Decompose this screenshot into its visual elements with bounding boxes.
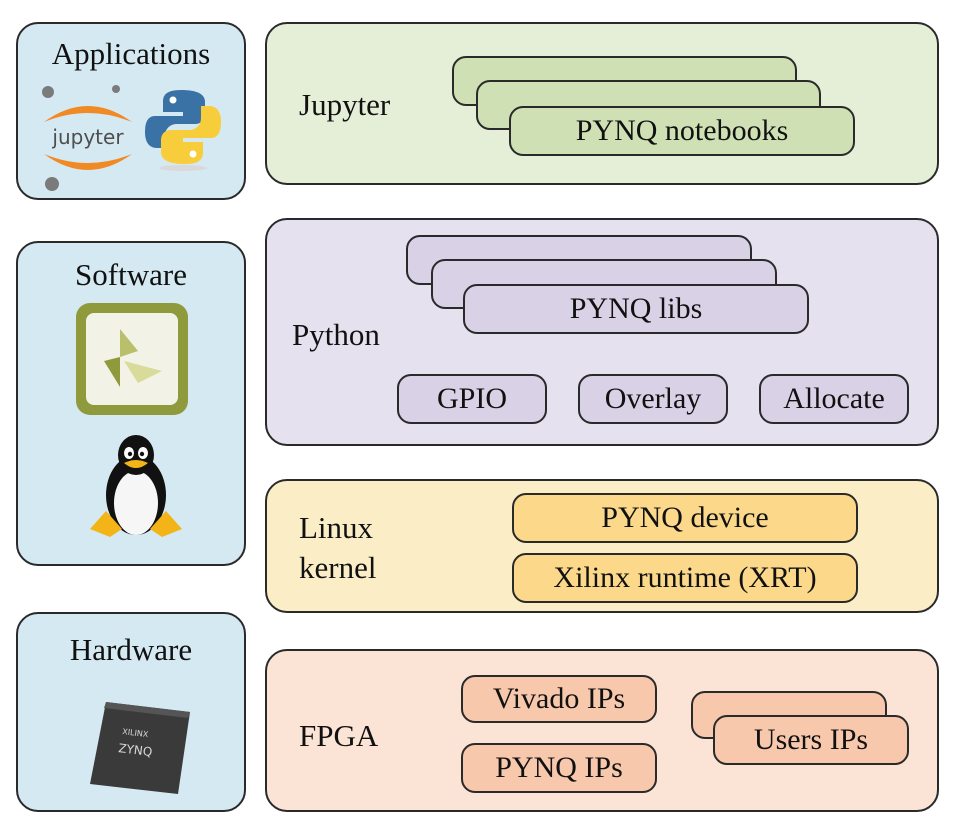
pynq-ips-box: PYNQ IPs bbox=[461, 743, 657, 793]
jupyter-logo-icon: jupyter bbox=[42, 85, 132, 191]
software-panel: Software bbox=[16, 241, 246, 566]
user-ips-box: Users IPs bbox=[713, 715, 909, 765]
jupyter-logo-text: jupyter bbox=[51, 125, 124, 149]
python-layer-label: Python bbox=[292, 317, 380, 352]
vivado-ips-box: Vivado IPs bbox=[461, 675, 657, 723]
chip-model-text: ZYNQ bbox=[118, 741, 153, 759]
allocate-module-box: Allocate bbox=[759, 374, 909, 424]
hardware-title: Hardware bbox=[69, 632, 193, 667]
gpio-module-box: GPIO bbox=[397, 374, 547, 424]
linux-layer-label-line1: Linux bbox=[299, 510, 374, 545]
python-logo-icon bbox=[145, 90, 221, 171]
chip-brand-text: XILINX bbox=[122, 727, 150, 739]
zynq-chip-icon: XILINX ZYNQ bbox=[90, 702, 190, 794]
jupyter-layer-label: Jupyter bbox=[299, 87, 391, 122]
jupyter-layer: Jupyter PYNQ notebooks bbox=[265, 22, 939, 185]
software-title: Software bbox=[75, 257, 187, 292]
linux-tux-icon bbox=[90, 435, 182, 537]
hardware-panel: Hardware XILINX ZYNQ bbox=[16, 612, 246, 812]
overlay-module-box: Overlay bbox=[578, 374, 728, 424]
linux-kernel-layer: Linux kernel PYNQ device Xilinx runtime … bbox=[265, 479, 939, 613]
pynq-notebooks-box: PYNQ notebooks bbox=[509, 106, 855, 156]
applications-panel: Applications jupyter bbox=[16, 22, 246, 200]
python-layer: Python PYNQ libs GPIO Overlay Allocate bbox=[265, 218, 939, 446]
xilinx-vivado-logo-icon bbox=[76, 303, 188, 415]
applications-title: Applications bbox=[51, 36, 211, 71]
fpga-layer-label: FPGA bbox=[299, 718, 379, 753]
pynq-libs-box: PYNQ libs bbox=[463, 284, 809, 334]
xilinx-runtime-box: Xilinx runtime (XRT) bbox=[512, 553, 858, 603]
fpga-layer: FPGA Vivado IPs PYNQ IPs Users IPs bbox=[265, 649, 939, 812]
linux-layer-label-line2: kernel bbox=[299, 550, 377, 585]
pynq-device-box: PYNQ device bbox=[512, 493, 858, 543]
